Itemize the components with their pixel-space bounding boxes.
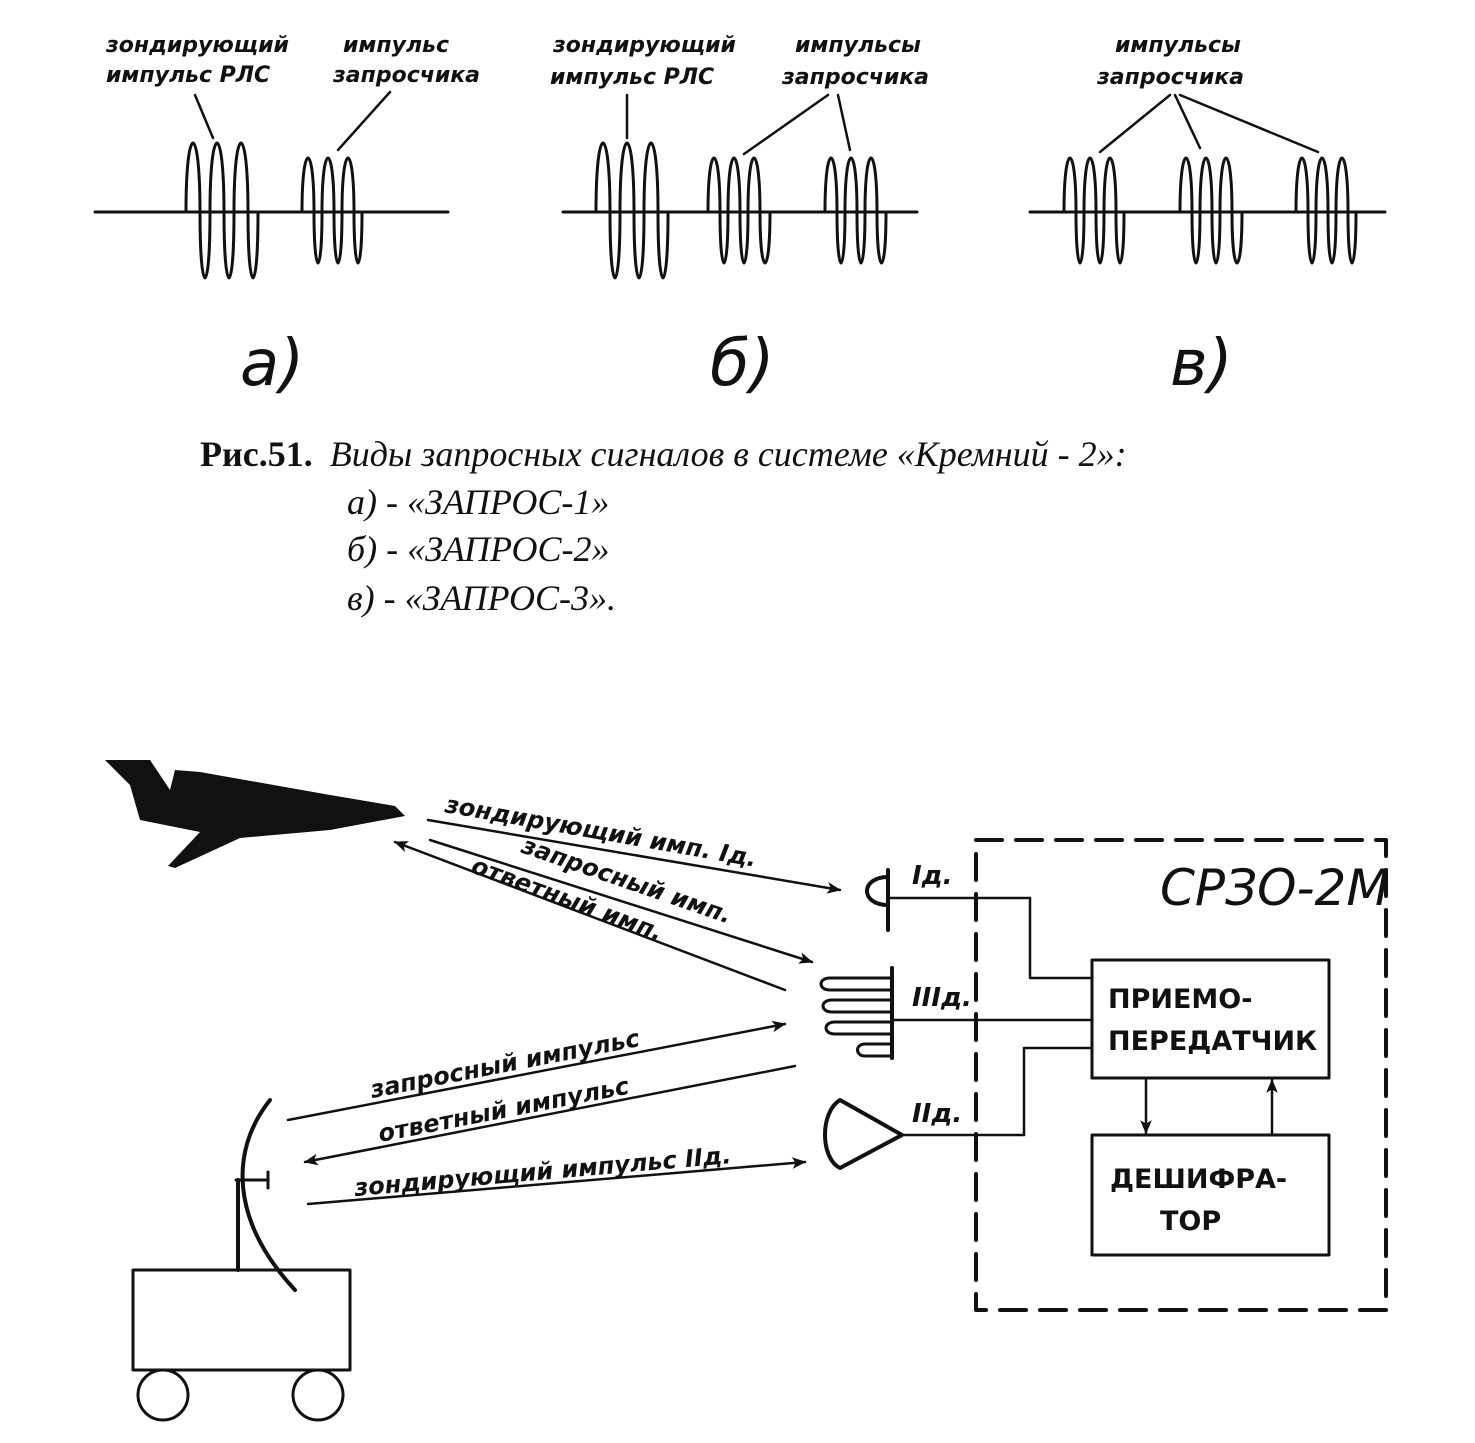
panel-c-leader-2 (1173, 93, 1202, 150)
antenna-3-element-4 (856, 1042, 894, 1058)
panel-a-letter: а) (240, 327, 304, 401)
wire-antenna-1 (1028, 896, 1094, 980)
decoder-box (1090, 1133, 1331, 1257)
panel-b: зондирующий импульс РЛС импульсы запросч… (550, 33, 929, 401)
panel-c-leader-3 (1178, 93, 1320, 154)
panel-a-probe-line1: зондирующий (105, 33, 289, 58)
radar-wheel-left (136, 1368, 190, 1422)
radar-dish (240, 1098, 297, 1292)
antenna-2-label: IIд. (912, 1099, 962, 1129)
arrow-reply-1 (393, 840, 787, 992)
panel-a: зондирующий импульс РЛС импульс запросчи… (93, 33, 480, 401)
panel-b-leader-2 (742, 93, 830, 156)
antenna-1-icon (865, 875, 890, 907)
panel-c-interrogator-pulse-2 (1178, 156, 1244, 265)
antenna-1: Iд. (865, 861, 1032, 932)
transceiver-label-line1: ПРИЕМО- (1108, 984, 1252, 1015)
antenna-1-label: Iд. (912, 861, 953, 891)
panel-c-label-line1: импульсы (1115, 33, 1241, 58)
arrow-probe-2 (306, 1157, 807, 1206)
panel-a-probe-line2: импульс РЛС (106, 63, 270, 88)
antenna-3-element-1 (819, 976, 894, 992)
antenna-3-element-2 (821, 998, 894, 1014)
transceiver-block: ПРИЕМО- ПЕРЕДАТЧИК (1090, 958, 1331, 1080)
panel-a-leader-2 (336, 90, 392, 152)
label-probe-2: зондирующий импульс IIд. (352, 1141, 732, 1202)
caption-line: Рис.51. Виды запросных сигналов в систем… (200, 434, 1127, 474)
panel-c-label-line2: запросчика (1096, 65, 1244, 90)
antenna-3-element-3 (824, 1020, 894, 1036)
device-name: СРЗО-2М (1160, 859, 1389, 917)
panel-b-leader-3 (836, 93, 852, 152)
panel-c-letter: в) (1170, 327, 1233, 401)
decoder-label-line1: ДЕШИФРА- (1110, 1164, 1287, 1195)
decoder-label-line2: ТОР (1160, 1206, 1221, 1237)
panel-c-interrogator-pulse-3 (1294, 156, 1358, 265)
panel-b-probe-line2: импульс РЛС (550, 65, 714, 90)
system-diagram: зондирующий имп. Iд. запросный имп. отве… (105, 760, 1389, 1422)
panel-b-interrogator-pulse-2 (823, 156, 888, 265)
panel-b-interrogator-line1: импульсы (795, 33, 921, 58)
ground-radar (131, 1098, 352, 1422)
caption-item-a: а) - «ЗАПРОС-1» (347, 482, 609, 522)
arrow-interrogation-1 (428, 838, 814, 964)
antenna-2-horn (823, 1098, 904, 1170)
panel-c-interrogator-pulse-1 (1062, 156, 1126, 265)
transceiver-label-line2: ПЕРЕДАТЧИК (1108, 1026, 1317, 1057)
panel-b-interrogator-pulse-1 (706, 156, 772, 265)
wire-antenna-2 (1022, 1046, 1094, 1137)
panel-a-interrogator-line1: импульс (343, 33, 449, 58)
device-enclosure (974, 838, 1388, 1312)
panel-a-leader-1 (193, 93, 215, 140)
decoder-block: ДЕШИФРА- ТОР (1090, 1133, 1331, 1257)
panel-b-probe-pulse (594, 141, 670, 280)
caption-item-b: б) - «ЗАПРОС-2» (347, 529, 610, 569)
caption-number: Рис.51. (200, 434, 313, 474)
transceiver-box (1090, 958, 1331, 1080)
panel-c: импульсы запросчика в) (1028, 33, 1387, 401)
radar-wheel-right (291, 1368, 345, 1422)
radar-vehicle-body (131, 1268, 352, 1372)
arrow-probe-1 (426, 818, 842, 894)
panel-b-letter: б) (710, 327, 774, 401)
figure-51: зондирующий импульс РЛС импульс запросчи… (93, 33, 1387, 618)
arrow-reply-2 (303, 1064, 797, 1166)
panel-c-leader-1 (1098, 93, 1172, 154)
antenna-3: IIIд. (819, 966, 1094, 1060)
figure-51-caption: Рис.51. Виды запросных сигналов в систем… (200, 434, 1127, 618)
arrow-interrogation-2 (286, 1020, 787, 1122)
antenna-2: IIд. (823, 1098, 1026, 1170)
panel-a-interrogator-line2: запросчика (332, 63, 480, 88)
caption-item-c: в) - «ЗАПРОС-3». (347, 578, 616, 618)
aircraft-icon (105, 760, 405, 868)
antenna-3-label: IIIд. (912, 983, 972, 1013)
panel-a-interrogator-pulse (300, 156, 364, 265)
panel-b-probe-line1: зондирующий (552, 33, 736, 58)
panel-a-probe-pulse (184, 141, 260, 280)
caption-title: Виды запросных сигналов в системе «Кремн… (330, 434, 1127, 474)
panel-b-interrogator-line2: запросчика (781, 65, 929, 90)
